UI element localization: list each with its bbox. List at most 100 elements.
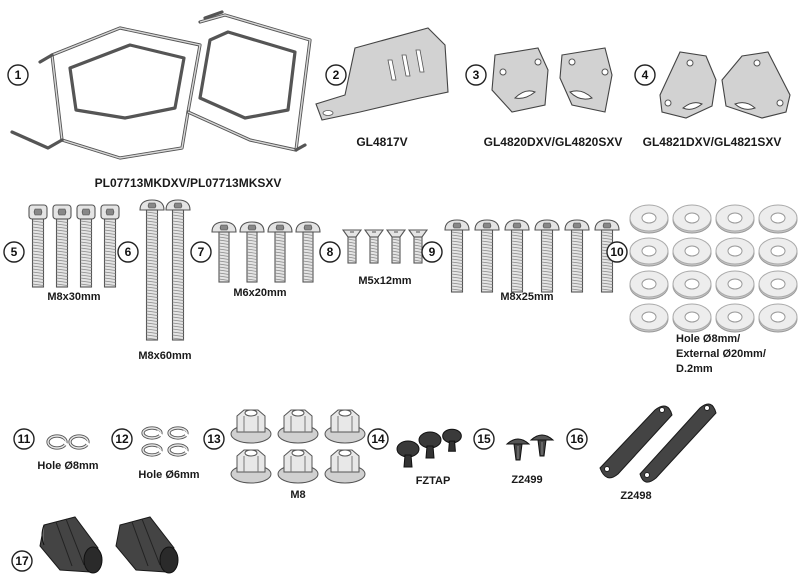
part-size: Hole Ø6mm: [138, 469, 199, 481]
part-10-group: 10 Hole Ø8mm/ External Ø20mm/ D.2mm: [606, 204, 798, 375]
callout-number: 4: [642, 68, 649, 82]
part-size: M8x30mm: [47, 291, 100, 303]
callout-circle: [634, 64, 656, 86]
countersunk-screw-icon: [341, 229, 363, 264]
callout-circle: [3, 241, 25, 263]
flat-washer-icon: [629, 303, 669, 333]
part-13-group: 13 M8: [203, 409, 366, 501]
part-size-line: D.2mm: [676, 363, 713, 375]
flat-washer-icon: [715, 237, 755, 267]
callout-number: 8: [327, 245, 334, 259]
callout-number: 14: [371, 432, 385, 446]
callout-number: 2: [333, 68, 340, 82]
flat-washer-icon: [758, 237, 798, 267]
part-1-group: 1 PL07713MKDXV/PL07713MKSXV: [7, 10, 312, 190]
flat-washer-icon: [758, 204, 798, 234]
spring-washer-icon: [46, 434, 68, 450]
bracket-pair-icon: [491, 47, 613, 113]
part-4-group: 4 GL4821DXV/GL4821SXV: [634, 51, 791, 149]
mounting-plate-icon: [315, 27, 449, 121]
bolt-row: [341, 229, 429, 264]
part-12-group: 12 Hole Ø6mm: [111, 426, 200, 481]
callout-number: 6: [125, 245, 132, 259]
part-17-group: 17: [11, 516, 179, 574]
flat-washer-icon: [758, 303, 798, 333]
callout-circle: [203, 428, 225, 450]
part-6-group: 6 M8x60mm: [117, 199, 192, 362]
callout-circle: [367, 428, 389, 450]
part-2-group: 2 GL4817V: [315, 27, 449, 149]
callout-circle: [319, 241, 341, 263]
part-size: Z2499: [511, 474, 542, 486]
flat-washer-icon: [715, 270, 755, 300]
part-3-group: 3 GL4820DXV/GL4820SXV: [465, 47, 623, 149]
callout-number: 5: [11, 245, 18, 259]
flat-washer-icon: [672, 270, 712, 300]
hex-socket-bolt-icon: [52, 204, 72, 288]
callout-number: 15: [477, 432, 491, 446]
callout-circle: [473, 428, 495, 450]
callout-circle: [13, 428, 35, 450]
flange-nut-icon: [324, 449, 366, 484]
hex-socket-bolt-icon: [76, 204, 96, 288]
callout-circle: [421, 241, 443, 263]
rubber-strap-icon: [599, 403, 717, 483]
flat-washer-icon: [672, 204, 712, 234]
part-size: M8x60mm: [138, 350, 191, 362]
flat-washer-icon: [629, 270, 669, 300]
part-8-group: 8 M5x12mm: [319, 229, 429, 287]
push-cap-icon: [442, 428, 462, 452]
button-head-bolt-icon: [239, 221, 265, 283]
countersunk-screw-icon: [385, 229, 407, 264]
part-code: GL4820DXV/GL4820SXV: [484, 135, 623, 149]
callout-circle: [190, 241, 212, 263]
rivet-group: [505, 434, 555, 461]
button-head-bolt-icon: [444, 219, 470, 293]
button-head-bolt-icon: [211, 221, 237, 283]
part-11-group: 11 Hole Ø8mm: [13, 428, 99, 472]
callout-number: 3: [473, 68, 480, 82]
button-head-bolt-icon: [504, 219, 530, 293]
push-cap-group: [396, 428, 462, 468]
flange-nut-icon: [277, 409, 319, 444]
hex-socket-bolt-icon: [100, 204, 120, 288]
washer-grid: [629, 204, 798, 333]
callout-circle: [111, 428, 133, 450]
part-size: M8: [290, 489, 305, 501]
hex-socket-bolt-icon: [28, 204, 48, 288]
end-cap-icon: [39, 516, 179, 574]
spring-washer-icon: [141, 443, 163, 457]
part-code: GL4821DXV/GL4821SXV: [643, 135, 782, 149]
callout-circle: [11, 550, 33, 572]
part-7-group: 7 M6x20mm: [190, 221, 321, 299]
callout-circle: [465, 64, 487, 86]
countersunk-screw-icon: [407, 229, 429, 264]
flange-nut-icon: [230, 449, 272, 484]
countersunk-screw-icon: [363, 229, 385, 264]
callout-number: 7: [198, 245, 205, 259]
spring-washer-icon: [68, 434, 90, 450]
callout-circle: [566, 428, 588, 450]
part-code: PL07713MKDXV/PL07713MKSXV: [95, 176, 282, 190]
part-size: M5x12mm: [358, 275, 411, 287]
callout-number: 10: [610, 245, 624, 259]
button-head-bolt-icon: [165, 199, 191, 341]
bolt-row: [28, 204, 120, 288]
part-code: GL4817V: [356, 135, 407, 149]
bolt-row: [444, 219, 620, 293]
spring-washer-group: [46, 434, 90, 450]
part-9-group: 9 M8x25mm: [421, 219, 620, 303]
expansion-rivet-icon: [505, 438, 531, 461]
bracket-pair-icon: [659, 51, 791, 119]
flange-nut-icon: [324, 409, 366, 444]
part-size: FZTAP: [416, 475, 451, 487]
flat-washer-icon: [758, 270, 798, 300]
push-cap-icon: [418, 431, 442, 459]
callout-number: 12: [115, 432, 129, 446]
callout-number: 9: [429, 245, 436, 259]
button-head-bolt-icon: [474, 219, 500, 293]
flat-washer-icon: [629, 237, 669, 267]
bolt-row: [139, 199, 191, 341]
spring-washer-icon: [167, 443, 189, 457]
